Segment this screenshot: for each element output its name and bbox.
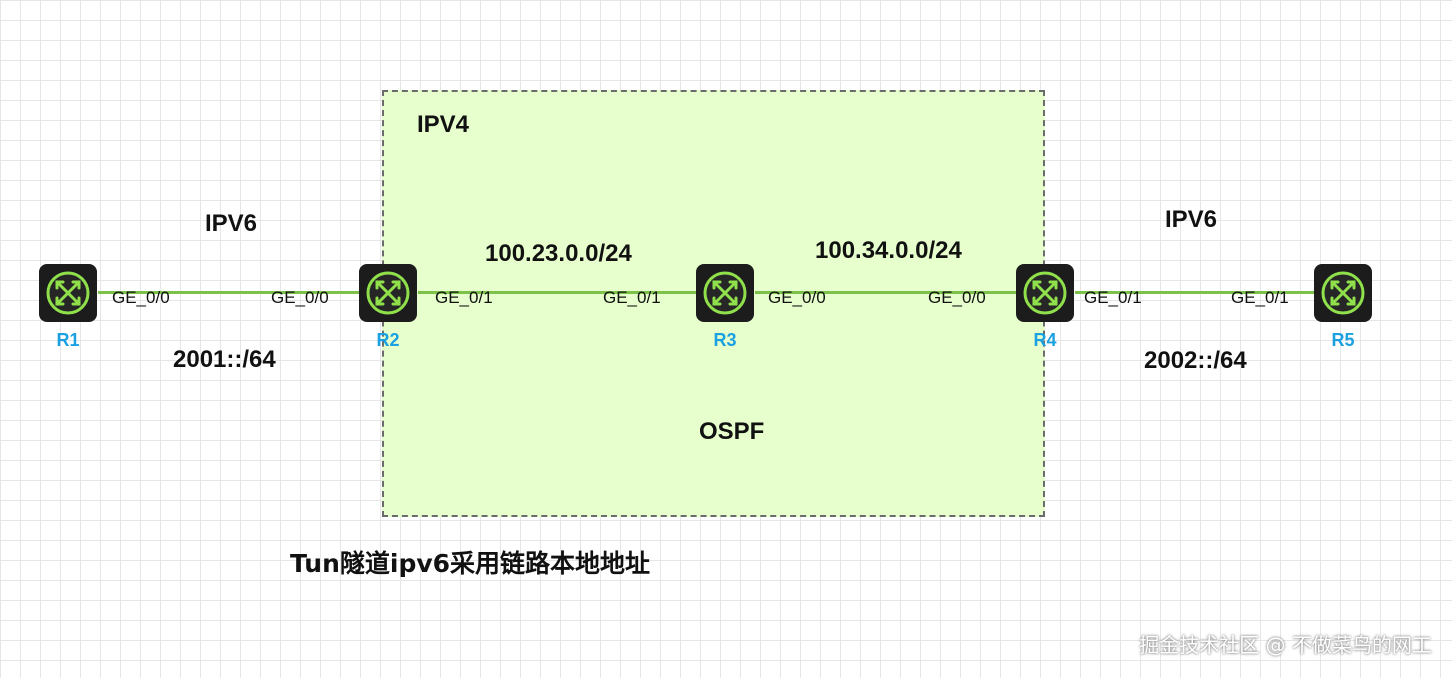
- port-r4-ge01: GE_0/1: [1084, 288, 1142, 307]
- router-r2[interactable]: [358, 263, 418, 323]
- link-r1-r2: [98, 291, 360, 294]
- port-r1-ge00: GE_0/0: [112, 288, 170, 307]
- link-r1-r2-type: IPV6: [205, 210, 258, 237]
- router-icon: [696, 264, 754, 322]
- router-r1-name: R1: [56, 330, 80, 350]
- link-r4-r5-type: IPV6: [1165, 206, 1218, 233]
- router-icon: [359, 264, 417, 322]
- port-r3-ge00: GE_0/0: [768, 288, 826, 307]
- link-r1-r2-network: 2001::/64: [173, 346, 276, 373]
- link-r2-r3-network: 100.23.0.0/24: [485, 240, 632, 267]
- zone-title: IPV4: [417, 111, 470, 138]
- link-r3-r4-network: 100.34.0.0/24: [815, 237, 962, 264]
- link-r4-r5: [1075, 291, 1315, 294]
- port-r2-ge00: GE_0/0: [271, 288, 329, 307]
- port-r5-ge01: GE_0/1: [1231, 288, 1289, 307]
- router-r4-name: R4: [1033, 330, 1057, 350]
- port-r3-ge01: GE_0/1: [603, 288, 661, 307]
- router-r1[interactable]: [38, 263, 98, 323]
- router-r3[interactable]: [695, 263, 755, 323]
- link-r2-r3: [418, 291, 697, 294]
- link-r3-r4: [755, 291, 1017, 294]
- router-r4[interactable]: [1015, 263, 1075, 323]
- zone-protocol: OSPF: [699, 418, 765, 445]
- tunnel-note: Tun隧道ipv6采用链路本地地址: [290, 549, 651, 578]
- router-r2-name: R2: [376, 330, 400, 350]
- router-r5[interactable]: [1313, 263, 1373, 323]
- router-icon: [39, 264, 97, 322]
- router-r5-name: R5: [1331, 330, 1355, 350]
- router-r3-name: R3: [713, 330, 737, 350]
- port-r4-ge00: GE_0/0: [928, 288, 986, 307]
- link-r4-r5-network: 2002::/64: [1144, 347, 1247, 374]
- router-icon: [1314, 264, 1372, 322]
- router-icon: [1016, 264, 1074, 322]
- watermark: 掘金技术社区 @ 不做菜鸟的网工: [1139, 633, 1432, 657]
- port-r2-ge01: GE_0/1: [435, 288, 493, 307]
